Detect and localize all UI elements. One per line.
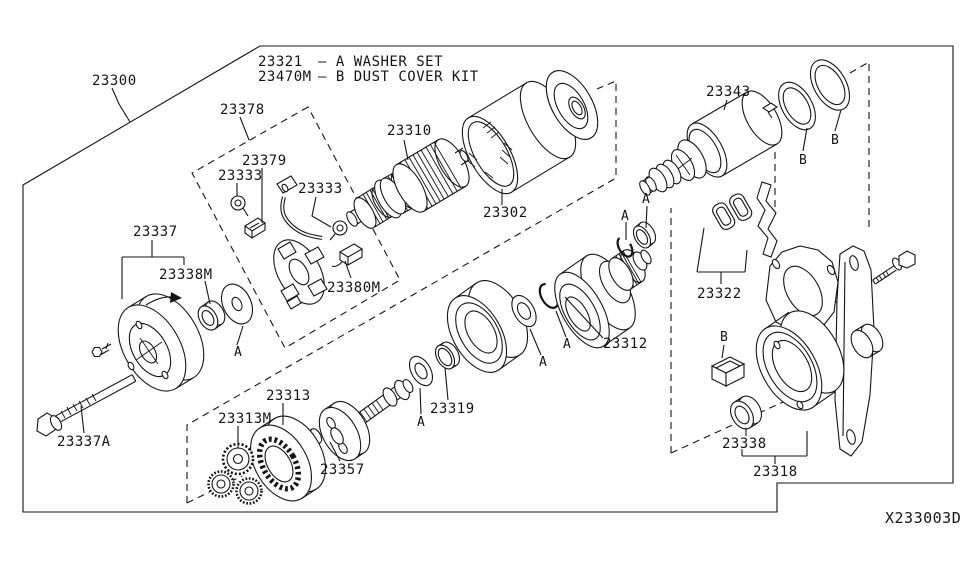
clip-set-drawing [712,181,778,258]
leader-a2 [419,387,422,415]
front-metal-drawing [729,395,763,430]
legend-row-1-desc: — A WASHER SET [318,54,443,70]
leader-a6 [645,205,648,229]
thrust-washer-left-drawing [408,355,434,387]
part-label-23313m[interactable]: 23313M [218,411,272,427]
leader-lines [80,87,842,464]
pinion-assembly-drawing [554,249,652,349]
part-label-23300[interactable]: 23300 [92,73,137,89]
legend-row-2-code[interactable]: 23470M [258,69,312,85]
thrust-washer-mid-drawing [511,294,537,328]
leader-23343 [723,99,728,111]
part-label-23338m[interactable]: 23338M [159,267,213,283]
part-label-23357[interactable]: 23357 [320,462,365,478]
part-label-23313[interactable]: 23313 [266,388,311,404]
part-label-23337[interactable]: 23337 [133,224,178,240]
leader-b-outer [834,109,842,132]
rotation-arrow [145,296,173,306]
dust-cover-ring-outer-drawing [809,59,851,111]
armature-drawing [346,138,470,229]
dashed-dustcover-group [849,61,870,232]
leader-a3 [529,328,542,356]
washer-a-rear-drawing [220,283,254,325]
yoke-drawing [461,80,577,195]
marker-a-5[interactable]: A [621,209,629,224]
legend-row-2-desc: — B DUST COVER KIT [318,69,479,85]
part-label-23310[interactable]: 23310 [387,123,432,139]
rear-plate-drawing [545,70,599,140]
marker-a-1[interactable]: A [234,345,242,360]
part-label-23319[interactable]: 23319 [430,401,475,417]
leader-23322-bracket [696,227,748,284]
assembly-border [22,45,954,513]
leader-a4 [555,310,567,338]
leader-23318-bracket [741,431,808,464]
reference-markers: A A A A A A B B B [234,133,839,430]
mounting-bolt-drawing [872,250,916,285]
leader-23338m [204,280,211,305]
stopper-collar-drawing [632,221,657,249]
marker-b-2[interactable]: B [831,133,839,148]
magnetic-switch-drawing [639,90,783,196]
internal-gear-drawing [249,415,327,502]
arrow-head [170,292,182,303]
part-label-23379[interactable]: 23379 [242,153,287,169]
rear-metal-drawing [197,300,226,331]
part-label-23322[interactable]: 23322 [697,286,742,302]
marker-a-2[interactable]: A [417,415,425,430]
leader-23357 [329,441,341,462]
gear-case-drawing [755,245,884,457]
diagram-code: X233003D [885,509,961,527]
part-label-23333-upper[interactable]: 23333 [218,168,263,184]
leader-a1 [236,325,244,346]
shift-lever-drawing [756,181,778,258]
marker-b-3[interactable]: B [720,330,728,345]
part-label-23378[interactable]: 23378 [220,102,265,118]
marker-a-4[interactable]: A [563,337,571,352]
rear-cover-drawing [91,292,205,392]
part-label-23318[interactable]: 23318 [753,464,798,480]
cover-screw [91,346,103,358]
dashed-case-group-bottom [670,397,793,454]
leader-23319 [444,367,449,401]
leader-23312 [564,296,604,339]
leader-b-inner [802,127,808,152]
leader-b-box [721,344,725,359]
leader-23378 [239,116,250,141]
part-label-23343[interactable]: 23343 [706,84,751,100]
leader-23337a [80,405,85,434]
dust-cover-ring-inner-drawing [778,81,816,131]
legend: 23321 — A WASHER SET 23470M — B DUST COV… [258,54,479,85]
brush-holder-assembly-drawing [230,175,364,310]
dust-cover-box-drawing [710,356,746,387]
leader-23300 [111,87,131,123]
switch-terminal [761,102,779,113]
part-label-23302[interactable]: 23302 [483,205,528,221]
part-label-23380m[interactable]: 23380M [327,280,381,296]
leader-23333-lower [311,196,332,228]
leader-23380m [344,260,352,279]
part-label-23312[interactable]: 23312 [603,336,648,352]
pole-shoe-hatching [466,121,513,185]
snap-ring-pinion-drawing [616,236,634,258]
dashed-gear-group [186,80,617,503]
marker-a-6[interactable]: A [642,192,650,207]
marker-a-3[interactable]: A [539,355,547,370]
legend-row-1-code[interactable]: 23321 [258,54,303,70]
marker-b-1[interactable]: B [799,153,807,168]
part-label-23337a[interactable]: 23337A [57,434,111,450]
part-label-23333-lower[interactable]: 23333 [298,181,343,197]
leader-23337-bracket [121,240,185,299]
part-number-labels: 23300 23378 23379 23333 23333 23310 2330… [57,73,798,480]
through-bolt-drawing [36,374,137,437]
leader-23310 [403,139,409,161]
part-label-23338[interactable]: 23338 [722,436,767,452]
shaft-assembly-drawing [303,379,414,462]
bearing-23319-drawing [434,341,461,370]
